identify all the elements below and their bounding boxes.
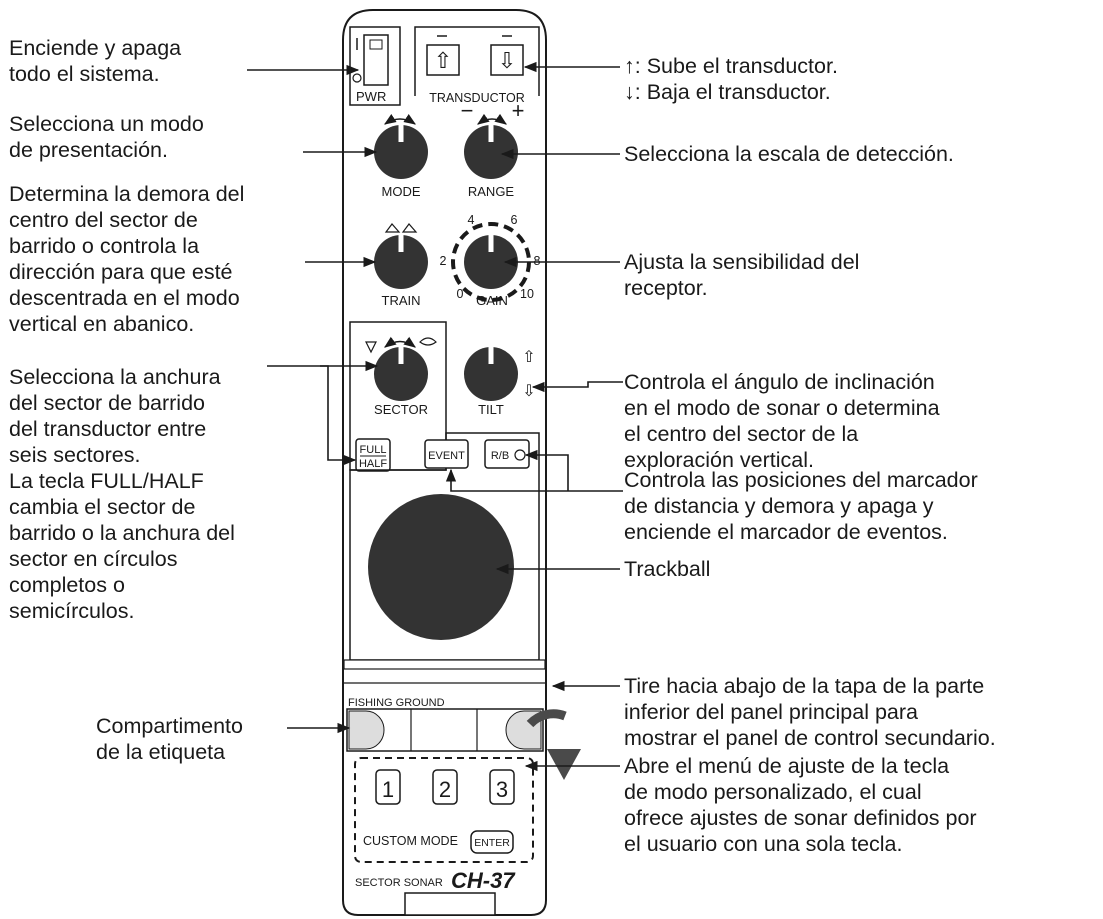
arrow-up-icon: ⇧ bbox=[434, 48, 452, 73]
custom-key-1[interactable]: 1 bbox=[375, 769, 401, 805]
custom-key-3-label: 3 bbox=[496, 777, 508, 802]
bottom-slot bbox=[404, 892, 496, 916]
range-knob[interactable]: − + RANGE bbox=[461, 98, 525, 199]
sector-label: SECTOR bbox=[374, 402, 428, 417]
rb-label: R/B bbox=[491, 450, 509, 462]
model-label: CH-37 bbox=[451, 868, 516, 893]
gain-scale-0: 0 bbox=[457, 287, 464, 301]
tilt-up-icon: ⇧ bbox=[522, 349, 535, 366]
enter-button[interactable]: ENTER bbox=[470, 830, 514, 854]
rb-button[interactable]: R/B bbox=[484, 439, 530, 469]
event-button[interactable]: EVENT bbox=[424, 439, 469, 469]
transducer-up-button[interactable]: ⇧ bbox=[426, 44, 460, 76]
gain-scale-2: 2 bbox=[440, 254, 447, 268]
transducer-down-button[interactable]: ⇩ bbox=[490, 44, 524, 76]
power-label: PWR bbox=[356, 89, 386, 104]
annotation-range: Selecciona la escala de detección. bbox=[624, 142, 954, 166]
half-label: HALF bbox=[359, 458, 387, 470]
gain-scale-10: 10 bbox=[520, 287, 534, 301]
arrow-down-icon: ⇩ bbox=[498, 48, 516, 73]
label-compartment: FISHING GROUND bbox=[346, 697, 544, 752]
annotation-transducer: ↑: Sube el transductor.↓: Baja el transd… bbox=[624, 54, 838, 104]
tilt-knob[interactable]: ⇧ ⇩ TILT bbox=[464, 347, 536, 417]
custom-key-1-label: 1 bbox=[382, 777, 394, 802]
annotation-trackball: Trackball bbox=[624, 557, 711, 581]
trackball[interactable] bbox=[368, 494, 514, 640]
train-label: TRAIN bbox=[382, 293, 421, 308]
custom-key-2[interactable]: 2 bbox=[432, 769, 458, 805]
enter-label: ENTER bbox=[474, 837, 510, 849]
custom-key-2-label: 2 bbox=[439, 777, 451, 802]
range-plus: + bbox=[512, 98, 525, 123]
full-half-button[interactable]: FULL HALF bbox=[355, 438, 391, 472]
gain-scale-4: 4 bbox=[468, 213, 475, 227]
custom-mode-area bbox=[354, 757, 534, 863]
range-label: RANGE bbox=[468, 184, 515, 199]
custom-mode-label: CUSTOM MODE bbox=[363, 834, 458, 848]
product-label: SECTOR SONAR bbox=[355, 877, 443, 889]
tilt-down-icon: ⇩ bbox=[522, 383, 535, 400]
tilt-label: TILT bbox=[478, 402, 504, 417]
full-label: FULL bbox=[360, 444, 387, 456]
leader-lines bbox=[247, 61, 623, 772]
mode-knob[interactable]: MODE bbox=[374, 114, 428, 199]
rb-icon bbox=[514, 449, 526, 461]
transducer-label: TRANSDUCTOR bbox=[429, 91, 525, 105]
transducer-group: ⇧ ⇩ TRANSDUCTOR bbox=[414, 26, 540, 105]
train-knob[interactable]: TRAIN bbox=[374, 223, 428, 308]
cover-hinge bbox=[343, 659, 546, 670]
gain-scale-8: 8 bbox=[534, 254, 541, 268]
mode-label: MODE bbox=[382, 184, 421, 199]
fishing-ground-label: FISHING GROUND bbox=[348, 697, 445, 709]
power-switch[interactable]: PWR bbox=[349, 26, 401, 106]
event-label: EVENT bbox=[428, 450, 465, 462]
range-minus: − bbox=[461, 98, 474, 123]
gain-label: GAIN bbox=[476, 293, 508, 308]
custom-key-3[interactable]: 3 bbox=[489, 769, 515, 805]
pull-down-arrow bbox=[526, 709, 581, 780]
sector-knob[interactable]: SECTOR bbox=[365, 336, 437, 417]
gain-scale-6: 6 bbox=[511, 213, 518, 227]
